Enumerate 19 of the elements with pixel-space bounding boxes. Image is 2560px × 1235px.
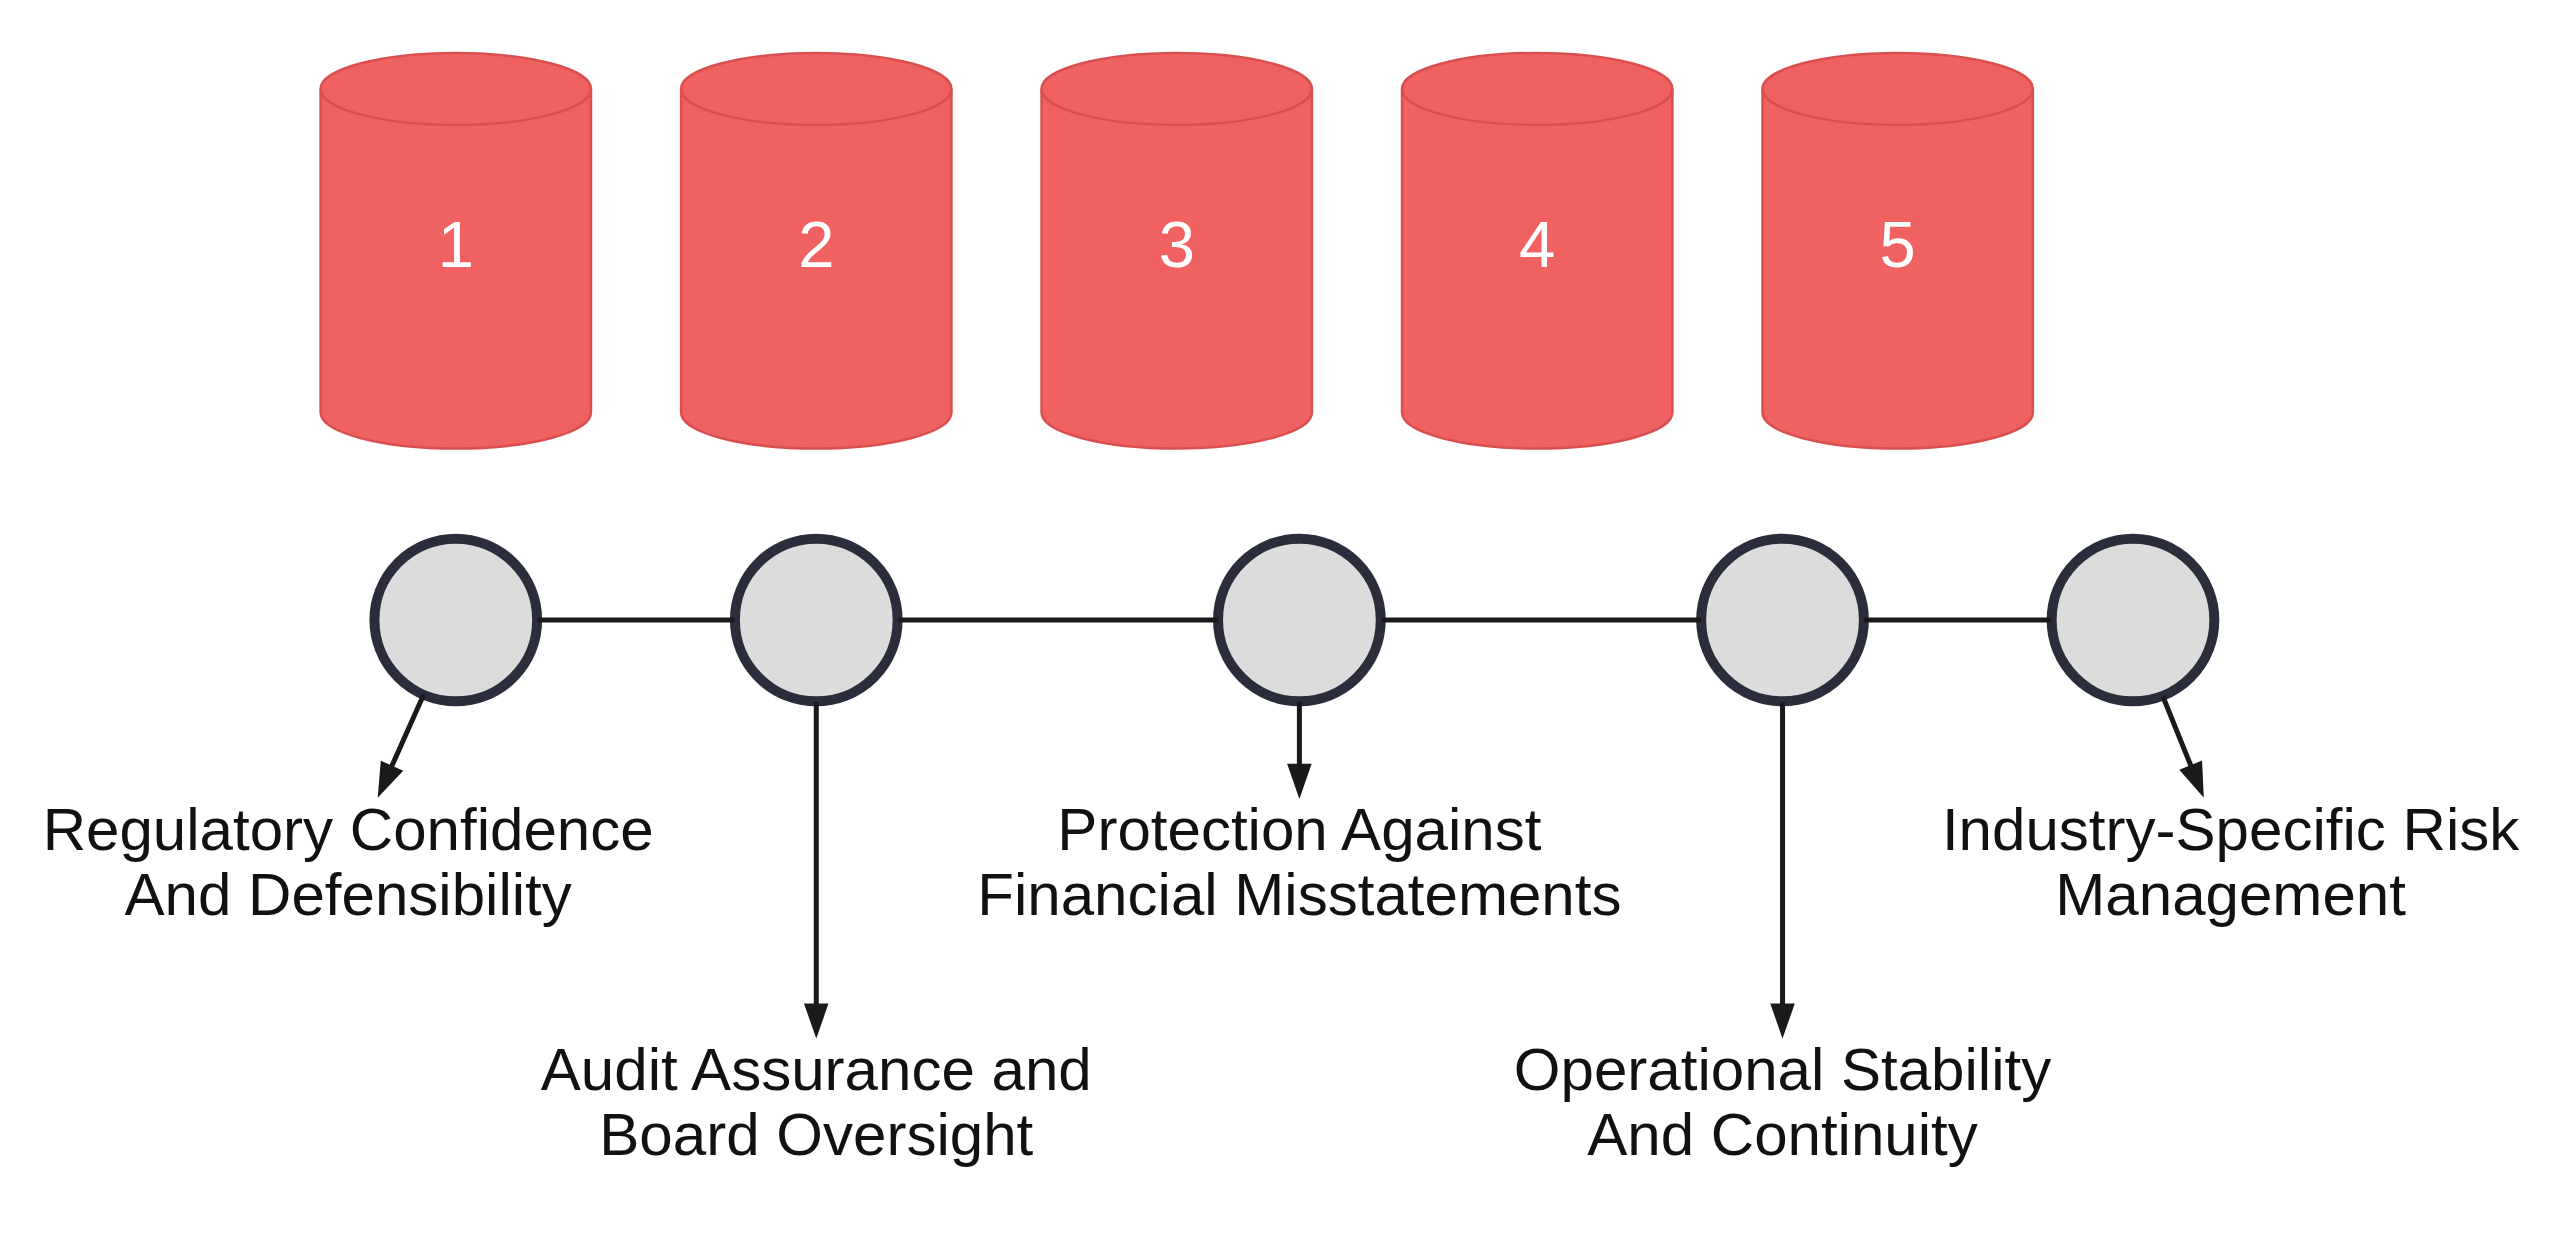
connector (898, 617, 1218, 623)
node-circle (369, 533, 543, 707)
node-text: Industry-Specific Risk Management (1941, 795, 2520, 928)
arrow (803, 702, 829, 1039)
arrow (377, 693, 426, 798)
arrow (1770, 702, 1795, 1039)
node-circle (2046, 533, 2220, 707)
node-text: Audit Assurance and Board Oversight (540, 1035, 1092, 1168)
connector (1864, 617, 2052, 623)
node-circle (1213, 533, 1386, 707)
node-text: Regulatory Confidence And Defensibility (42, 795, 654, 928)
node-circle (729, 533, 903, 707)
connector (1381, 617, 1702, 623)
node-text: Protection Against Financial Misstatements (977, 795, 1622, 928)
arrow (2160, 695, 2204, 798)
node-circle (1696, 533, 1869, 707)
arrow (1287, 701, 1312, 799)
connector (537, 617, 735, 623)
node-text: Operational Stability And Continuity (1513, 1035, 2052, 1168)
